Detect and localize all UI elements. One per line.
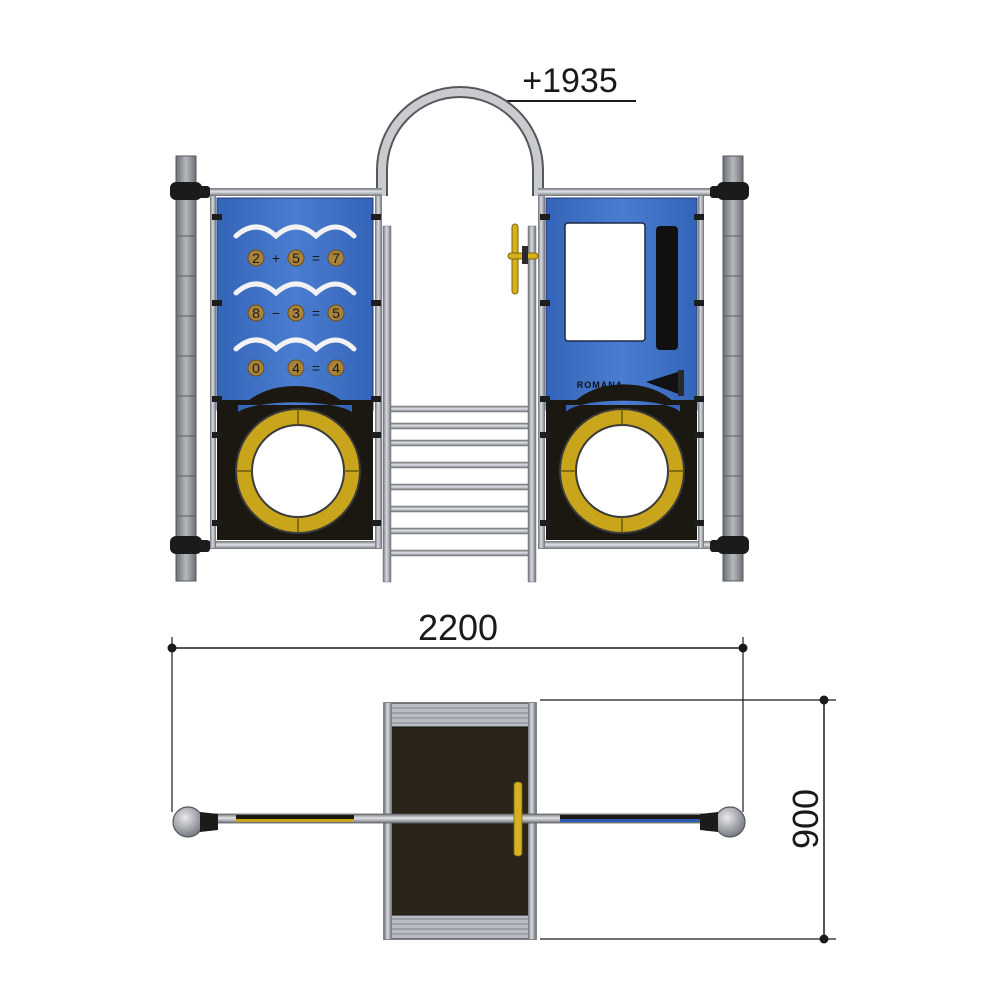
top-rail-left bbox=[196, 188, 382, 196]
equation-c: 7 bbox=[332, 250, 340, 266]
depth-label: 900 bbox=[785, 789, 826, 849]
equation-b: 5 bbox=[292, 250, 300, 266]
frame-bar bbox=[210, 196, 216, 548]
equation-eq: = bbox=[312, 305, 320, 321]
left-wheel bbox=[235, 408, 361, 534]
right-wheel bbox=[559, 408, 685, 534]
equation-eq: = bbox=[312, 360, 320, 376]
bead[interactable] bbox=[287, 249, 305, 267]
equation-op: + bbox=[272, 250, 280, 266]
wave-rods bbox=[233, 224, 357, 353]
equation-a: 2 bbox=[252, 250, 260, 266]
arch-handrail bbox=[378, 88, 542, 196]
plan-view: 2200 900 bbox=[167, 607, 836, 944]
plan-post-right bbox=[700, 806, 746, 838]
cab-panel: ROMANA bbox=[507, 197, 698, 540]
equation-a: 0 bbox=[252, 360, 260, 376]
frame-bar bbox=[698, 196, 704, 548]
bead[interactable] bbox=[247, 249, 265, 267]
bead[interactable] bbox=[327, 304, 345, 322]
frame-bar bbox=[538, 196, 545, 548]
bead[interactable] bbox=[287, 359, 305, 377]
brand-text: ROMANA bbox=[577, 380, 624, 390]
bead[interactable] bbox=[247, 359, 265, 377]
plan-post-left bbox=[172, 806, 218, 838]
equation-c: 4 bbox=[332, 360, 340, 376]
top-rail-right bbox=[538, 188, 724, 196]
bead[interactable] bbox=[327, 249, 345, 267]
equation-eq: = bbox=[312, 250, 320, 266]
math-panel: 2 + 5 = 7 8 − 3 = 5 0 bbox=[216, 197, 374, 540]
ladder bbox=[382, 225, 537, 583]
cab-door-slot bbox=[656, 226, 678, 350]
width-dimension: 2200 bbox=[167, 607, 748, 812]
post-connectors bbox=[170, 182, 749, 554]
bead[interactable] bbox=[287, 304, 305, 322]
equation-b: 4 bbox=[292, 360, 300, 376]
steering-handle[interactable] bbox=[507, 223, 539, 295]
cab-window bbox=[564, 222, 646, 342]
bottom-rail-right bbox=[538, 541, 724, 549]
bead[interactable] bbox=[327, 359, 345, 377]
height-label: +1935 bbox=[522, 62, 618, 100]
equation-c: 5 bbox=[332, 305, 340, 321]
elevation-view: +1935 bbox=[170, 62, 749, 583]
panel-clamps bbox=[212, 214, 704, 526]
height-annotation: +1935 bbox=[484, 62, 636, 102]
bottom-rail-left bbox=[196, 541, 382, 549]
headlight-icon bbox=[646, 370, 684, 396]
frame-bar bbox=[375, 196, 382, 548]
equation-a: 8 bbox=[252, 305, 260, 321]
bead[interactable] bbox=[247, 304, 265, 322]
arch-handrail-outline bbox=[376, 86, 544, 196]
width-label: 2200 bbox=[418, 607, 498, 648]
depth-dimension: 900 bbox=[540, 695, 836, 944]
right-post bbox=[722, 155, 744, 582]
steering-handle-plan bbox=[513, 781, 523, 857]
equation-op: − bbox=[272, 305, 280, 321]
equation-b: 3 bbox=[292, 305, 300, 321]
left-post bbox=[175, 155, 197, 582]
